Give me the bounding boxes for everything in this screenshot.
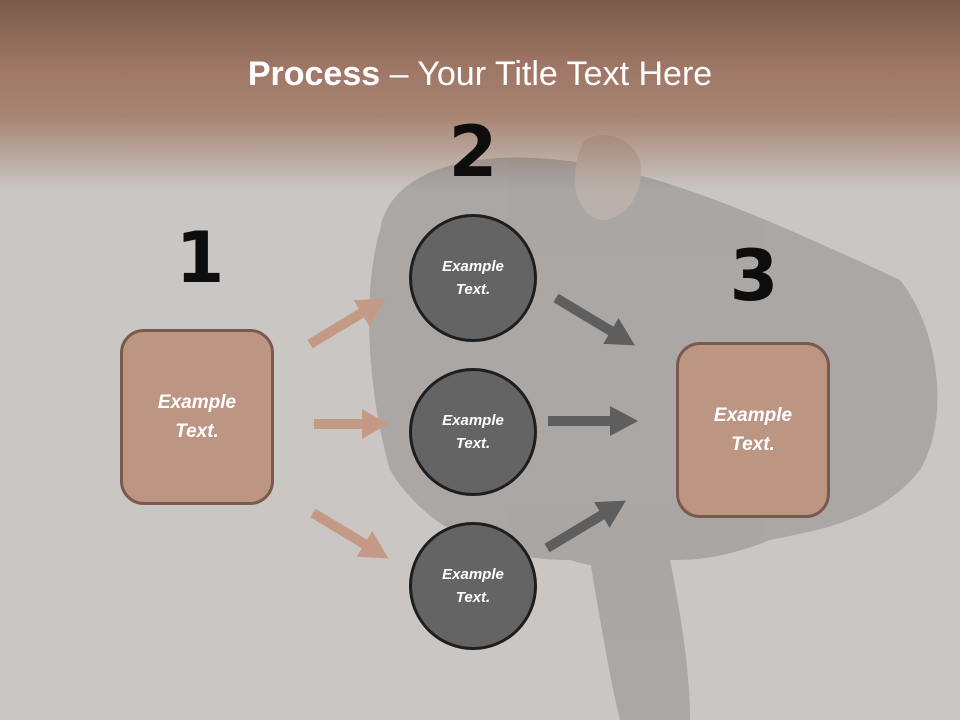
- circle-bottom-line1: Example: [442, 566, 504, 583]
- step-1-box: Example Text.: [120, 329, 274, 505]
- step-2-circle-bottom: Example Text.: [409, 522, 537, 650]
- circle-top-line1: Example: [442, 258, 504, 275]
- slide-title: Process – Your Title Text Here: [0, 52, 960, 96]
- step-number-2: 2: [448, 111, 498, 193]
- step-number-1: 1: [175, 217, 225, 299]
- circle-middle-line2: Text.: [455, 435, 491, 452]
- step-3-box: Example Text.: [676, 342, 830, 518]
- step-3-text-line2: Text.: [731, 434, 775, 455]
- step-1-text-line1: Example: [157, 392, 237, 413]
- header-band: [0, 0, 960, 190]
- left-arrows: [307, 298, 389, 559]
- arrow-to-circle-bottom: [310, 508, 389, 559]
- circle-top-line2: Text.: [455, 281, 491, 298]
- right-arrows: [544, 293, 638, 553]
- step-2-circle-middle: Example Text.: [409, 368, 537, 496]
- arrow-to-circle-middle: [314, 409, 388, 439]
- circle-middle-line1: Example: [442, 412, 504, 429]
- arrow-to-circle-top: [307, 298, 386, 349]
- step-3-text-line1: Example: [713, 405, 793, 426]
- arrow-from-circle-top: [553, 293, 635, 346]
- arrow-from-circle-bottom: [544, 500, 626, 553]
- title-rest: – Your Title Text Here: [380, 55, 713, 93]
- arrow-from-circle-middle: [548, 406, 638, 436]
- step-2-circle-top: Example Text.: [409, 214, 537, 342]
- step-1-text-line2: Text.: [175, 421, 219, 442]
- step-number-3: 3: [729, 235, 779, 317]
- circle-bottom-line2: Text.: [455, 589, 491, 606]
- title-bold: Process: [247, 55, 381, 93]
